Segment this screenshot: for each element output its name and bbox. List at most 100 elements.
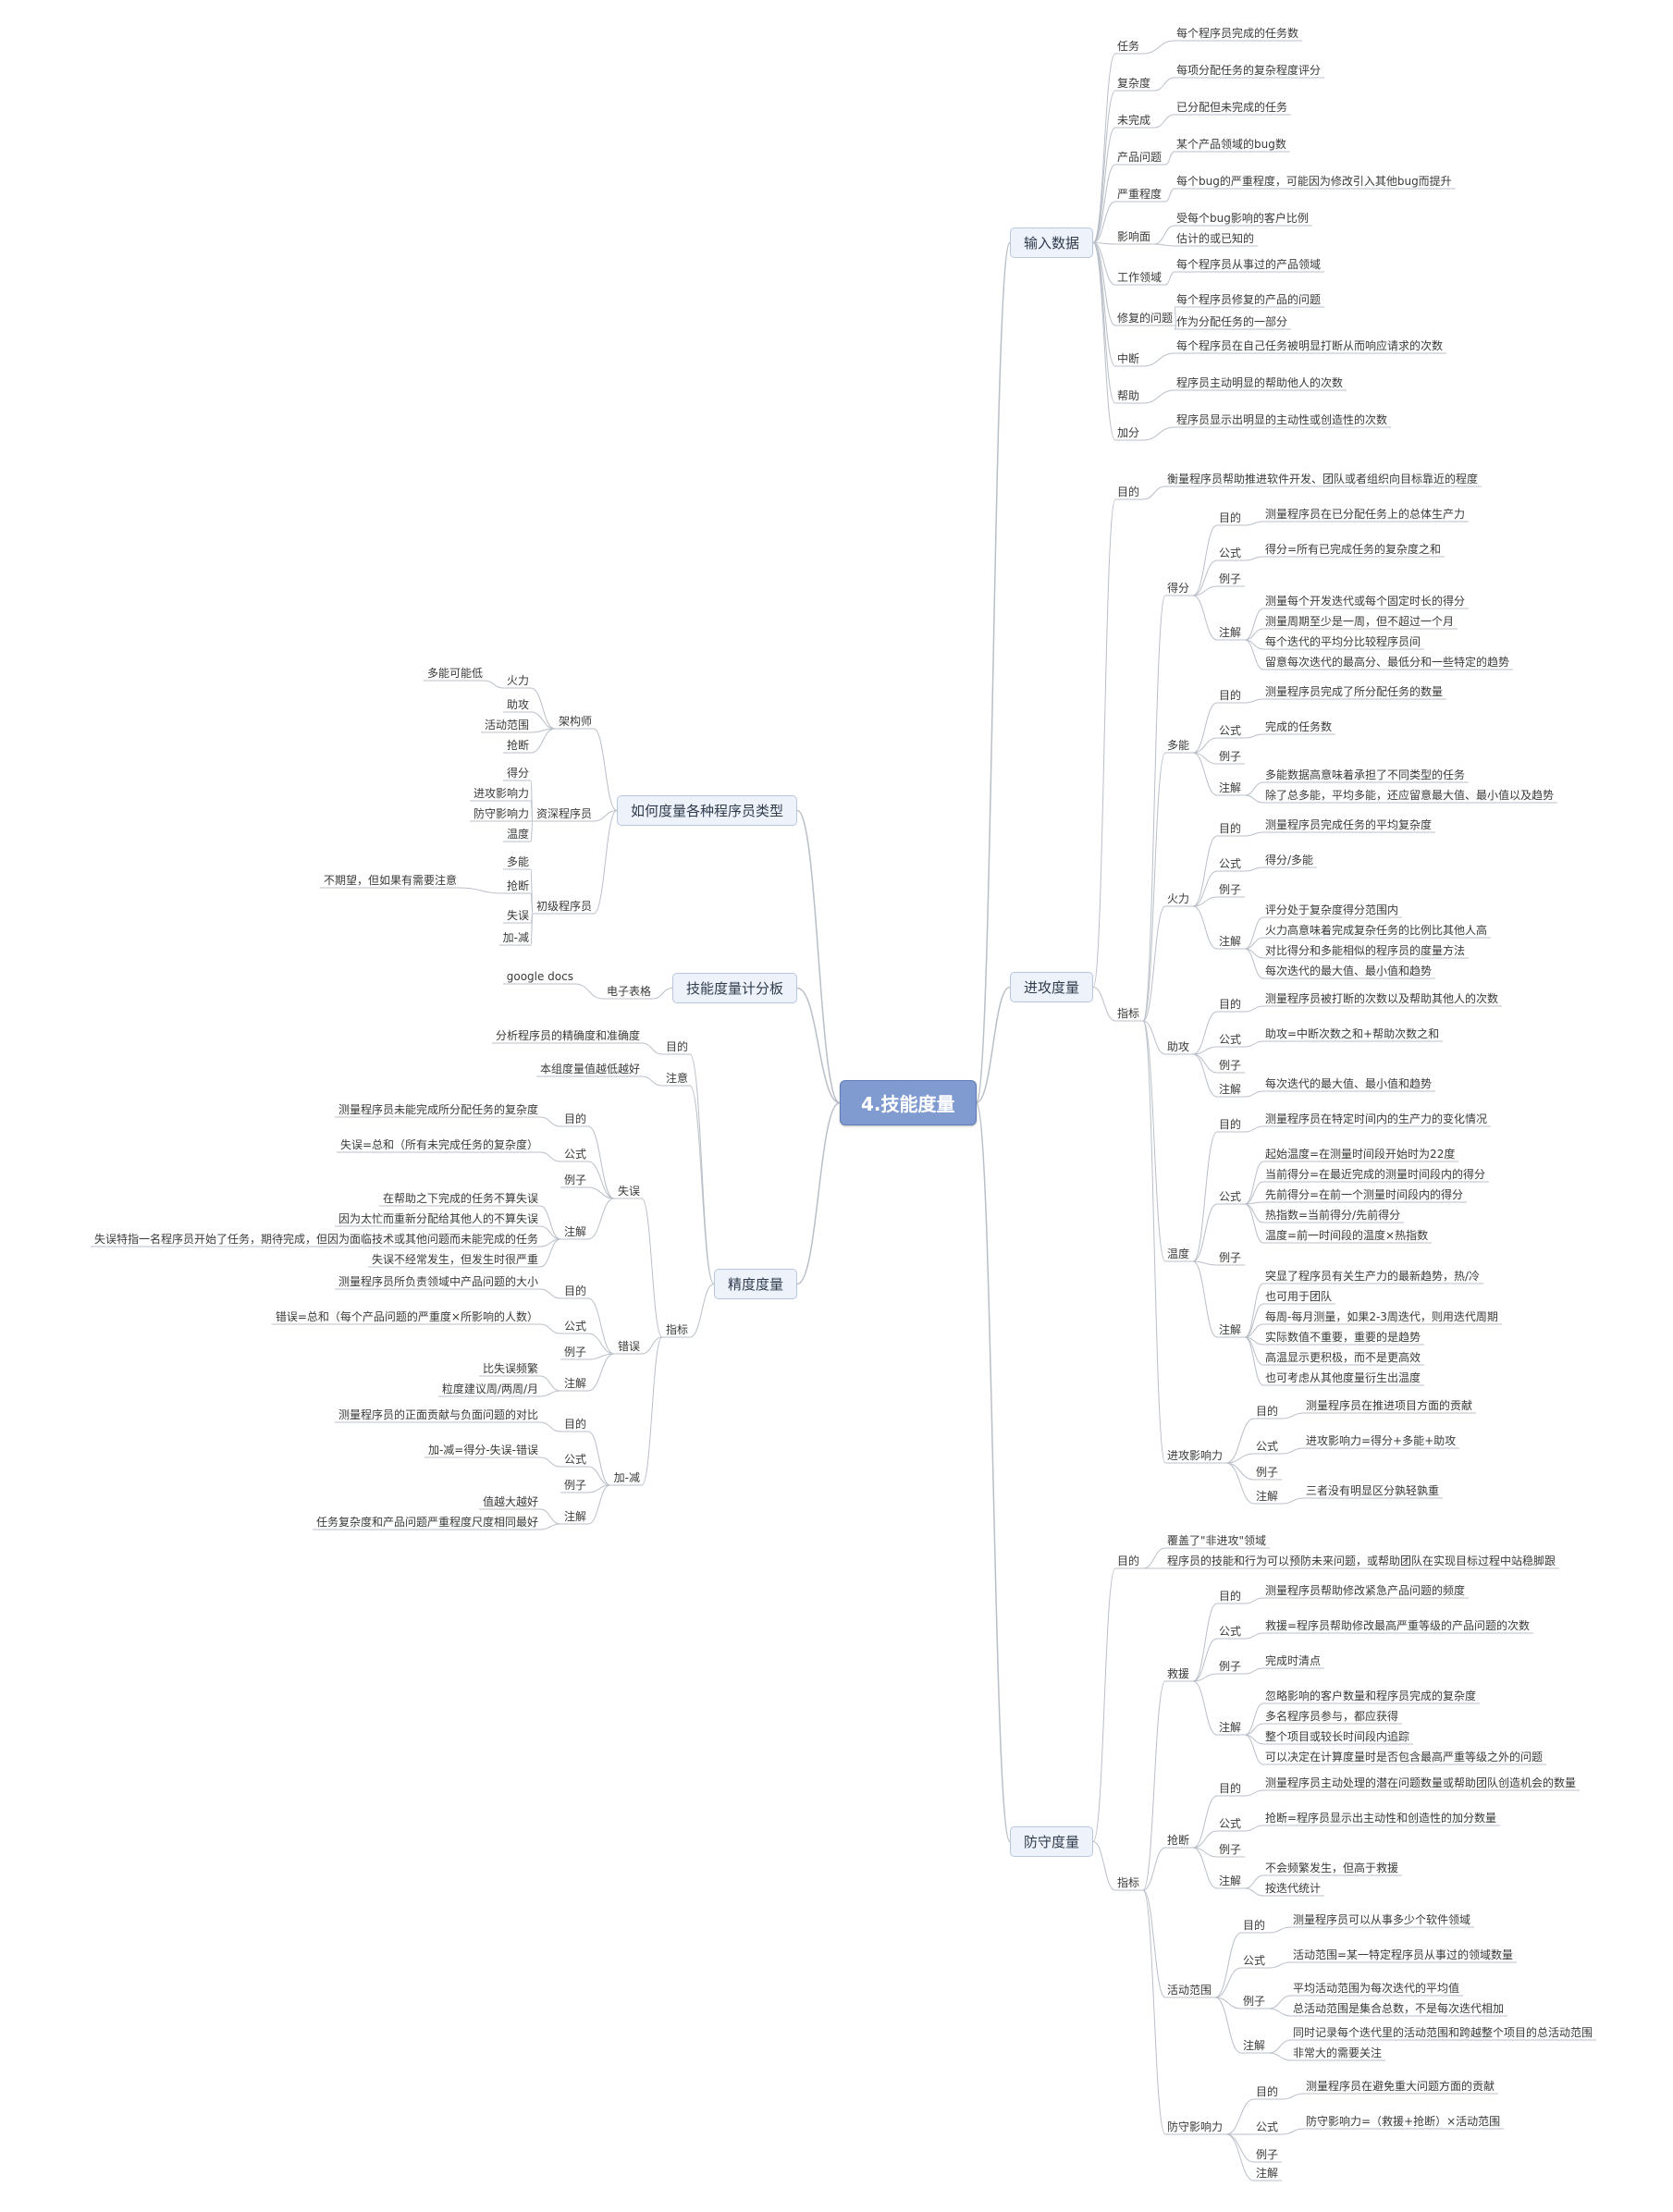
metric-detail[interactable]: 活动范围=某一特定程序员从事过的领域数量 xyxy=(1293,1948,1514,1961)
input-key-3[interactable]: 产品问题 xyxy=(1117,151,1162,164)
metric-impact[interactable]: 进攻影响力 xyxy=(1167,1449,1224,1462)
metric-detail[interactable]: 实际数值不重要，重要的是趋势 xyxy=(1265,1331,1421,1344)
label-formula[interactable]: 公式 xyxy=(563,1453,586,1466)
metric-detail[interactable]: 温度=前一时间段的温度×热指数 xyxy=(1265,1229,1429,1242)
metric-detail[interactable]: 每次迭代的最大值、最小值和趋势 xyxy=(1265,1077,1433,1090)
label-goal[interactable]: 目的 xyxy=(563,1418,586,1431)
metric-detail[interactable]: 失误=总和（所有未完成任务的复杂度） xyxy=(339,1138,538,1151)
label-example[interactable]: 例子 xyxy=(1219,572,1242,585)
metric-detail[interactable]: 也可用于团队 xyxy=(1265,1290,1333,1303)
input-key-8[interactable]: 中断 xyxy=(1117,352,1140,365)
label-formula[interactable]: 公式 xyxy=(1256,2120,1279,2133)
metric-detail[interactable]: 加-减=得分-失误-错误 xyxy=(427,1444,538,1456)
metric-detail[interactable]: 粒度建议周/两周/月 xyxy=(441,1382,538,1395)
metric-detail[interactable]: 值越大越好 xyxy=(482,1495,538,1508)
precision-note[interactable]: 本组度量值越低越好 xyxy=(539,1063,640,1075)
defense-metrics-key[interactable]: 指标 xyxy=(1117,1876,1140,1889)
metric-detail[interactable]: 得分/多能 xyxy=(1265,854,1314,866)
type-metric[interactable]: 温度 xyxy=(506,828,529,841)
input-key-10[interactable]: 加分 xyxy=(1117,426,1140,439)
metric-detail[interactable]: 多名程序员参与，都应获得 xyxy=(1265,1710,1399,1723)
type-note[interactable]: 不期望，但如果有需要注意 xyxy=(323,874,457,887)
type-note[interactable]: 多能可能低 xyxy=(426,667,483,680)
label-example[interactable]: 例子 xyxy=(1219,750,1242,763)
metric-detail[interactable]: 突显了程序员有关生产力的最新趋势，热/冷 xyxy=(1265,1270,1481,1283)
metric-detail[interactable]: 在帮助之下完成的任务不算失误 xyxy=(382,1192,538,1205)
input-value[interactable]: 程序员主动明显的帮助他人的次数 xyxy=(1176,376,1344,389)
type-metric[interactable]: 多能 xyxy=(506,855,529,868)
label-example[interactable]: 例子 xyxy=(1243,1995,1266,2008)
input-key-7[interactable]: 修复的问题 xyxy=(1117,312,1174,325)
label-note[interactable]: 注解 xyxy=(563,1510,586,1523)
metric-detail[interactable]: 测量程序员在已分配任务上的总体生产力 xyxy=(1265,508,1466,521)
input-value[interactable]: 某个产品领域的bug数 xyxy=(1176,138,1286,151)
metric-score[interactable]: 得分 xyxy=(1167,582,1190,595)
branch-input-data[interactable]: 输入数据 xyxy=(1010,227,1094,258)
branch-scoreboard[interactable]: 技能度量计分板 xyxy=(671,973,797,1003)
metric-plusminus[interactable]: 加-减 xyxy=(613,1471,640,1484)
input-key-9[interactable]: 帮助 xyxy=(1117,389,1140,402)
metric-util[interactable]: 多能 xyxy=(1167,739,1190,752)
root-topic[interactable]: 4.技能度量 xyxy=(840,1080,977,1125)
type-metric[interactable]: 加-减 xyxy=(502,931,529,944)
defense-goal[interactable]: 覆盖了"非进攻"领域 xyxy=(1167,1534,1267,1547)
type-junior[interactable]: 初级程序员 xyxy=(535,900,592,913)
label-goal[interactable]: 目的 xyxy=(1219,998,1242,1011)
label-formula[interactable]: 公式 xyxy=(563,1320,586,1333)
metric-turnover[interactable]: 失误 xyxy=(617,1185,640,1198)
input-key-5[interactable]: 影响面 xyxy=(1117,230,1151,243)
metric-detail[interactable]: 同时记录每个迭代里的活动范围和跨越整个项目的总活动范围 xyxy=(1293,2026,1593,2039)
metric-detail[interactable]: 测量程序员主动处理的潜在问题数量或帮助团队创造机会的数量 xyxy=(1265,1776,1577,1789)
defense-goal[interactable]: 程序员的技能和行为可以预防未来问题，或帮助团队在实现目标过程中站稳脚跟 xyxy=(1167,1555,1556,1567)
type-metric[interactable]: 抢断 xyxy=(506,879,529,892)
input-value[interactable]: 程序员显示出明显的主动性或创造性的次数 xyxy=(1176,413,1388,426)
label-goal[interactable]: 目的 xyxy=(1243,1919,1266,1932)
label-formula[interactable]: 公式 xyxy=(1256,1440,1279,1453)
metric-detail[interactable]: 也可考虑从其他度量衍生出温度 xyxy=(1265,1371,1421,1384)
label-example[interactable]: 例子 xyxy=(1219,1251,1242,1264)
metric-detail[interactable]: 火力高意味着完成复杂任务的比例比其他人高 xyxy=(1265,924,1488,937)
label-note[interactable]: 注解 xyxy=(1219,1323,1242,1336)
metric-detail[interactable]: 每个迭代的平均分比较程序员间 xyxy=(1265,635,1421,648)
metric-error[interactable]: 错误 xyxy=(617,1340,640,1353)
input-value[interactable]: 作为分配任务的一部分 xyxy=(1176,315,1288,328)
label-note[interactable]: 注解 xyxy=(1219,1874,1242,1887)
type-metric[interactable]: 活动范围 xyxy=(484,719,529,731)
metric-detail[interactable]: 测量程序员完成了所分配任务的数量 xyxy=(1265,685,1444,698)
metric-range[interactable]: 活动范围 xyxy=(1167,1984,1212,1997)
metric-detail[interactable]: 评分处于复杂度得分范围内 xyxy=(1265,903,1399,916)
label-example[interactable]: 例子 xyxy=(563,1174,586,1186)
offense-goal[interactable]: 衡量程序员帮助推进软件开发、团队或者组织向目标靠近的程度 xyxy=(1167,473,1479,485)
precision-metrics-key[interactable]: 指标 xyxy=(665,1323,688,1336)
metric-detail[interactable]: 留意每次迭代的最高分、最低分和一些特定的趋势 xyxy=(1265,656,1510,669)
input-value[interactable]: 估计的或已知的 xyxy=(1176,232,1255,245)
label-note[interactable]: 注解 xyxy=(1219,626,1242,639)
label-formula[interactable]: 公式 xyxy=(1219,857,1242,870)
label-example[interactable]: 例子 xyxy=(1219,1059,1242,1072)
metric-detail[interactable]: 热指数=当前得分/先前得分 xyxy=(1265,1209,1401,1222)
metric-detail[interactable]: 除了总多能，平均多能，还应留意最大值、最小值以及趋势 xyxy=(1265,789,1555,802)
metric-detail[interactable]: 测量程序员在特定时间内的生产力的变化情况 xyxy=(1265,1112,1488,1125)
metric-detail[interactable]: 错误=总和（每个产品问题的严重度×所影响的人数） xyxy=(275,1310,538,1323)
spreadsheet-node[interactable]: 电子表格 xyxy=(606,985,651,998)
label-goal[interactable]: 目的 xyxy=(1219,1118,1242,1131)
metric-detail[interactable]: 测量程序员所负责领域中产品问题的大小 xyxy=(338,1275,538,1288)
metric-detail[interactable]: 平均活动范围为每次迭代的平均值 xyxy=(1293,1982,1460,1995)
type-metric[interactable]: 防守影响力 xyxy=(473,807,529,820)
metric-detail[interactable]: 忽略影响的客户数量和程序员完成的复杂度 xyxy=(1265,1690,1477,1702)
input-key-6[interactable]: 工作领域 xyxy=(1117,271,1162,284)
metric-detail[interactable]: 测量周期至少是一周，但不超过一个月 xyxy=(1265,615,1455,628)
label-example[interactable]: 例子 xyxy=(563,1346,586,1358)
label-formula[interactable]: 公式 xyxy=(1219,1817,1242,1830)
metric-detail[interactable]: 任务复杂度和产品问题严重程度尺度相同最好 xyxy=(315,1516,538,1529)
metric-detail[interactable]: 不会频繁发生，但高于救援 xyxy=(1265,1862,1399,1874)
label-note[interactable]: 注解 xyxy=(1219,781,1242,794)
label-goal[interactable]: 目的 xyxy=(1219,689,1242,702)
label-goal[interactable]: 目的 xyxy=(563,1284,586,1297)
branch-precision-metrics[interactable]: 精度度量 xyxy=(713,1269,797,1299)
input-value[interactable]: 受每个bug影响的客户比例 xyxy=(1176,212,1309,225)
type-architect[interactable]: 架构师 xyxy=(558,715,592,728)
metric-detail[interactable]: 防守影响力=（救援+抢断）×活动范围 xyxy=(1306,2115,1501,2128)
metric-detail[interactable]: 起始温度=在测量时间段开始时为22度 xyxy=(1265,1148,1456,1161)
label-note[interactable]: 注解 xyxy=(1219,1083,1242,1096)
